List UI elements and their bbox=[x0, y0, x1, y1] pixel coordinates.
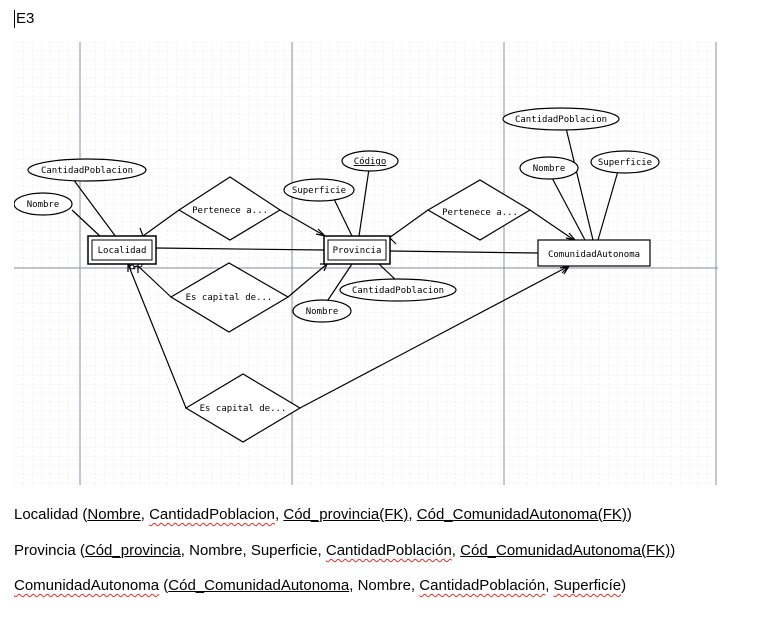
primary-key: Nombre bbox=[87, 506, 141, 523]
schema-line-localidad: Localidad (Nombre, CantidadPoblacion, Có… bbox=[14, 506, 632, 523]
attribute-label: CantidadPoblacion bbox=[41, 166, 133, 176]
table-name: Localidad bbox=[14, 506, 79, 523]
attribute-label: CantidadPoblacion bbox=[352, 286, 444, 296]
attribute-label: Superficie bbox=[292, 186, 346, 196]
foreign-key: Cód_ComunidadAutonoma(FK) bbox=[416, 506, 627, 523]
schema-line-comunidad: ComunidadAutonoma (Cód_ComunidadAutonoma… bbox=[14, 577, 627, 594]
relationship-capital-1 bbox=[169, 262, 290, 333]
attribute-prov-codigo bbox=[341, 150, 399, 172]
schema-attribute: CantidadPoblacion bbox=[149, 506, 276, 523]
entity-label: Localidad bbox=[98, 246, 147, 256]
relationship-label: Pertenece a... bbox=[192, 206, 268, 216]
attribute-label: Nombre bbox=[533, 164, 566, 174]
entity-provincia bbox=[323, 235, 391, 265]
primary-key: Cód_provincia bbox=[84, 542, 181, 559]
attribute-label: Superficie bbox=[598, 158, 652, 168]
attribute-com-superficie bbox=[590, 150, 660, 174]
attribute-prov-nombre bbox=[292, 299, 352, 323]
attribute-label: CantidadPoblacion bbox=[515, 115, 607, 125]
attribute-label: Nombre bbox=[306, 307, 339, 317]
entity-label: ComunidadAutonoma bbox=[548, 250, 640, 260]
attribute-loc-nombre bbox=[14, 192, 73, 216]
schema-attribute: Nombre bbox=[189, 542, 243, 559]
er-diagram: Pertenece a... Pertenece a... Es capital… bbox=[14, 42, 718, 485]
schema-attribute: Nombre bbox=[357, 577, 411, 594]
relationship-label: Es capital de... bbox=[200, 404, 287, 414]
relationship-capital-2 bbox=[184, 373, 302, 443]
table-name: Provincia bbox=[14, 542, 76, 559]
schema-attribute: Superficíe bbox=[553, 577, 622, 594]
table-name: ComunidadAutonoma bbox=[14, 577, 160, 594]
relationship-pertenece-1 bbox=[177, 176, 282, 241]
attribute-loc-cantidad bbox=[27, 158, 147, 182]
foreign-key: Cód_ComunidadAutonoma(FK) bbox=[460, 542, 671, 559]
schema-attribute: CantidadPoblación bbox=[325, 542, 452, 559]
attribute-prov-superficie bbox=[283, 178, 355, 202]
foreign-key: Cód_provincia(FK) bbox=[283, 506, 409, 523]
attribute-com-cantidad bbox=[502, 107, 620, 131]
relationship-label: Pertenece a... bbox=[442, 208, 518, 218]
relationship-pertenece-2 bbox=[426, 179, 532, 241]
entity-comunidad-autonoma bbox=[537, 239, 651, 267]
page-label: E3 bbox=[14, 10, 35, 28]
er-diagram-canvas: Pertenece a... Pertenece a... Es capital… bbox=[14, 42, 718, 485]
schema-attribute: CantidadPoblación bbox=[419, 577, 546, 594]
primary-key: Cód_ComunidadAutonoma bbox=[168, 577, 350, 594]
attribute-label-key: Código bbox=[354, 156, 387, 167]
entity-label: Provincia bbox=[333, 246, 382, 256]
attribute-com-nombre bbox=[519, 156, 579, 180]
schema-attribute: Superficie bbox=[250, 542, 318, 559]
attribute-label: Nombre bbox=[27, 200, 60, 210]
guide-lines bbox=[14, 42, 718, 485]
schema-line-provincia: Provincia (Cód_provincia, Nombre, Superf… bbox=[14, 542, 676, 559]
attribute-prov-cantidad bbox=[339, 278, 457, 302]
relationship-label: Es capital de... bbox=[186, 293, 273, 303]
entity-localidad bbox=[87, 235, 157, 265]
